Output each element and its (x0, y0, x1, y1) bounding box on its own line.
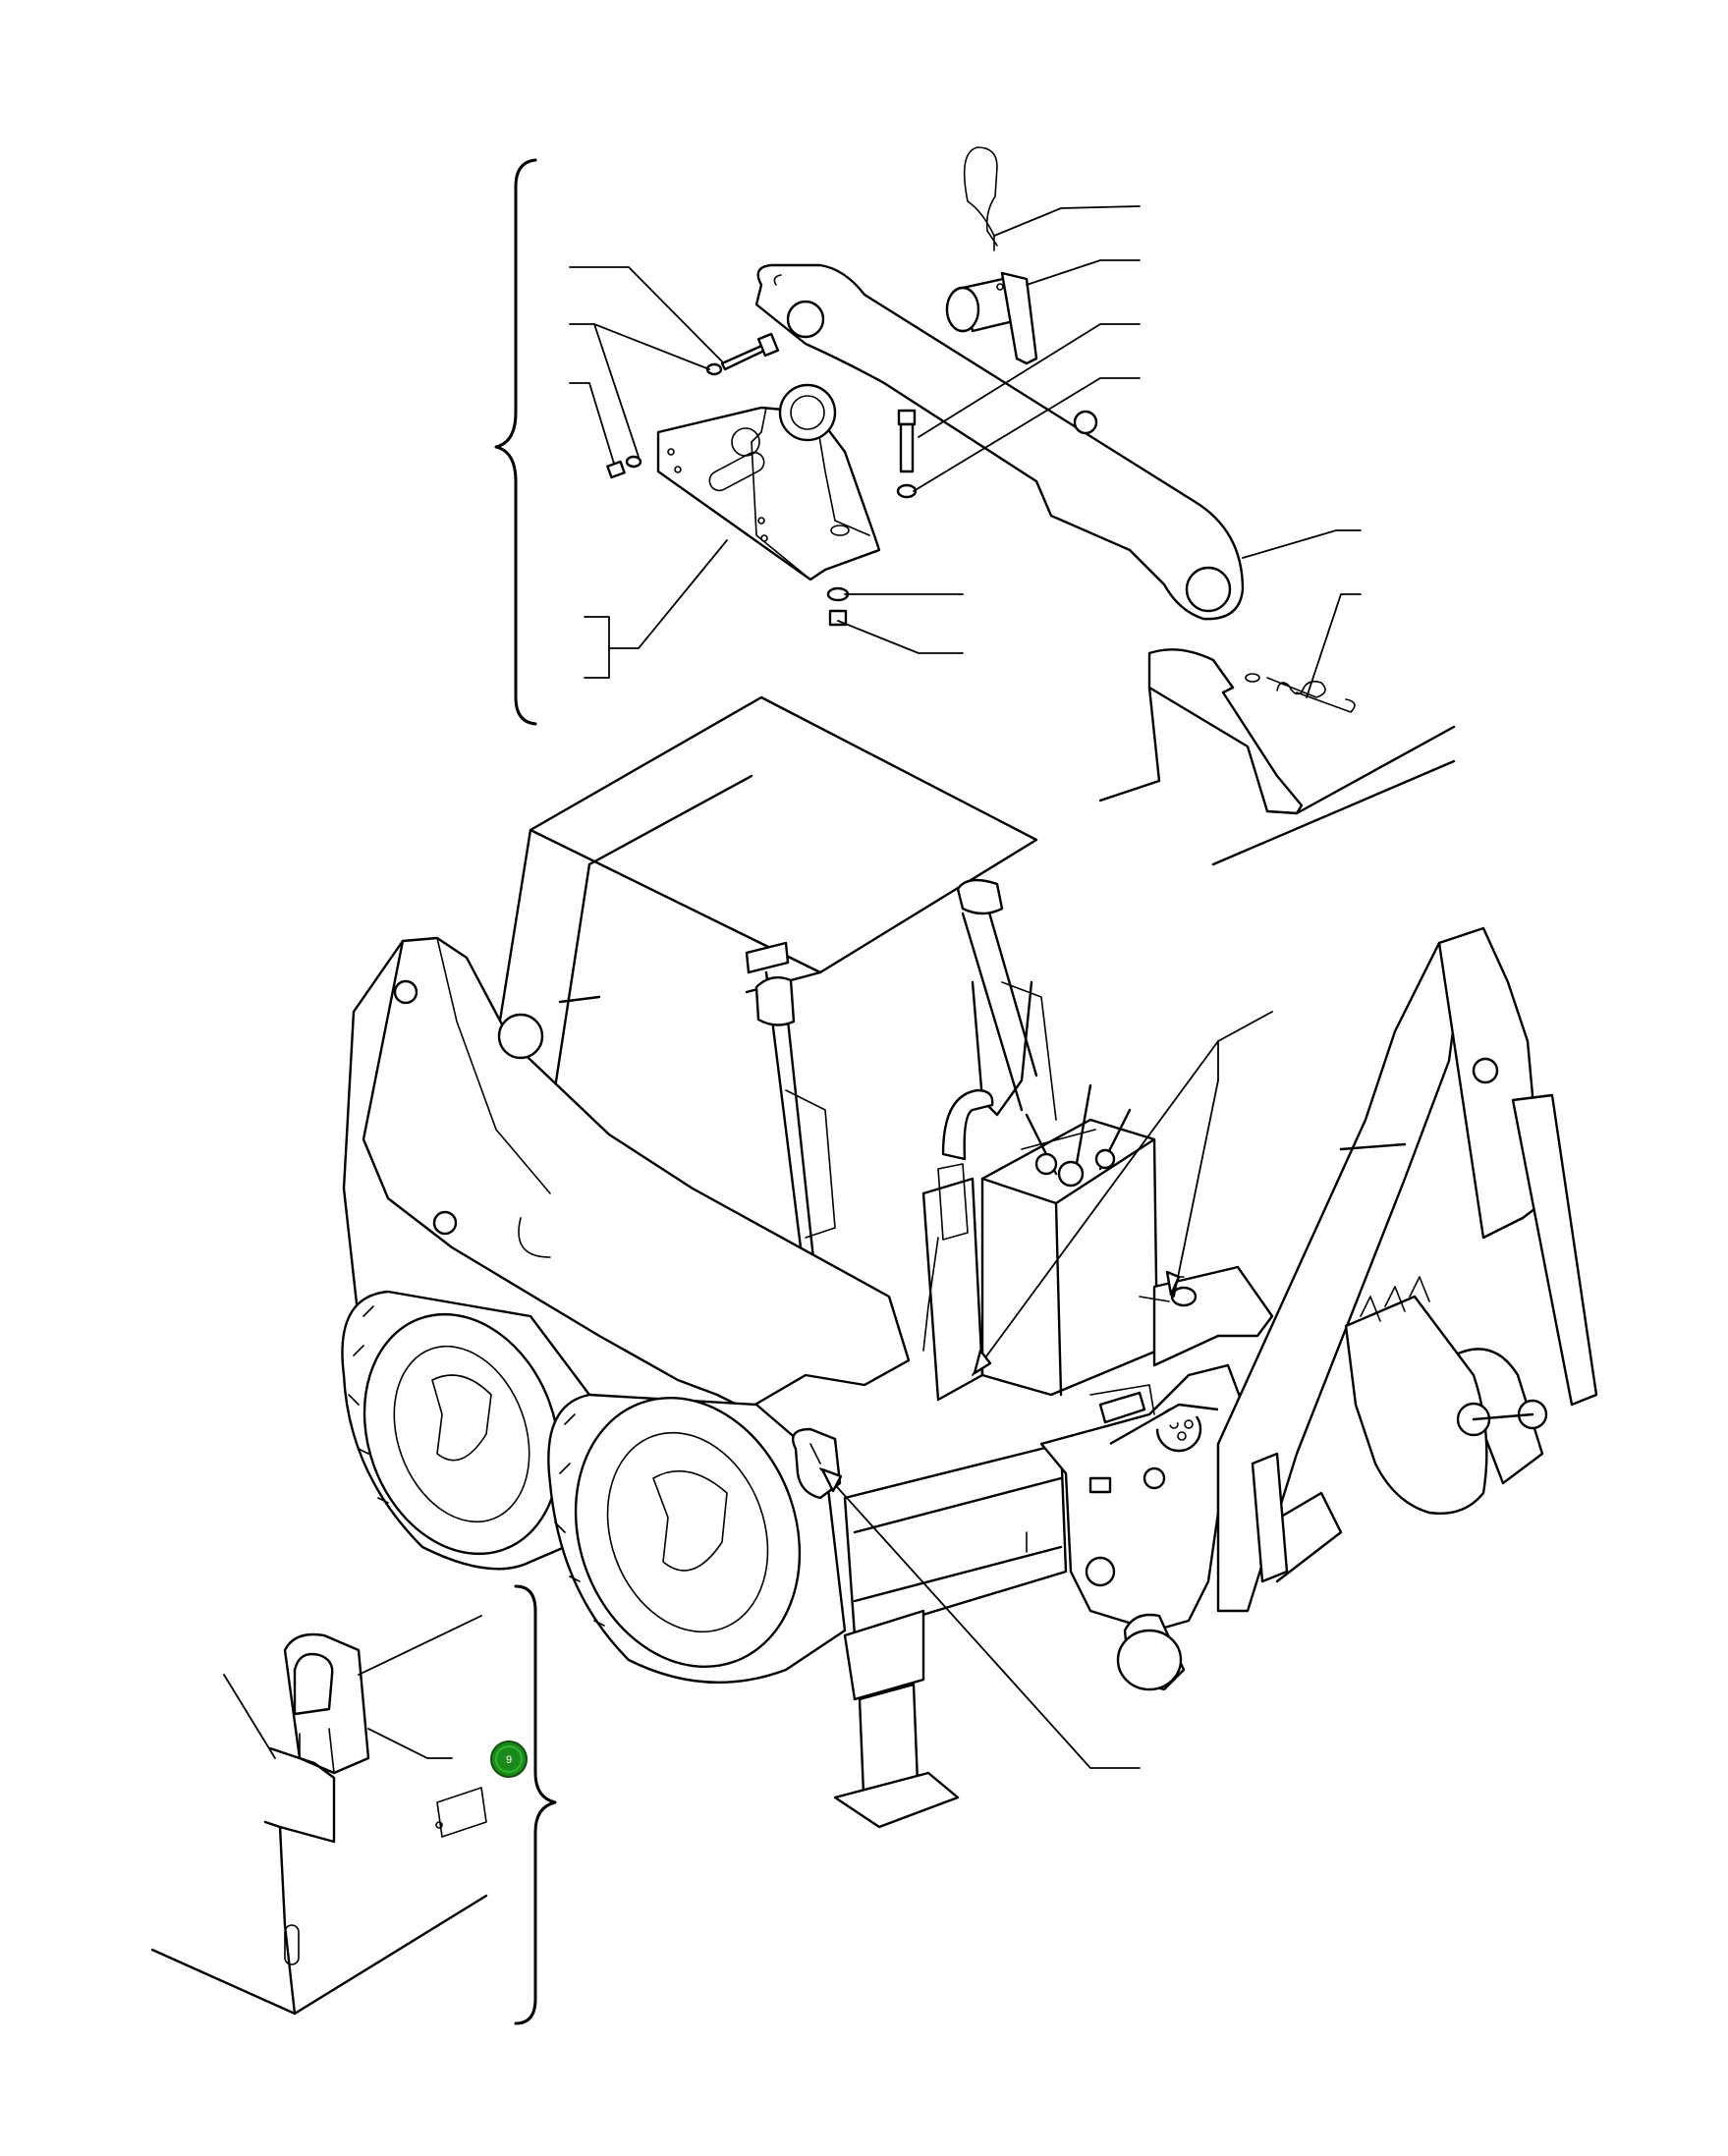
pivot-pin (945, 271, 1038, 365)
mounting-bracket (656, 383, 881, 581)
top-assembly-brace (494, 158, 537, 726)
callout-marker-9[interactable]: 9 (490, 1741, 528, 1778)
machine-body (341, 695, 1598, 1829)
latch-detail (150, 1615, 488, 2016)
bottom-detail-brace (514, 1584, 557, 2025)
link-arm (754, 263, 1245, 621)
r-clip (963, 146, 998, 251)
leader-lines-machine (819, 1011, 1273, 1769)
leader-lines-top (569, 205, 1362, 698)
bolt-vertical (896, 409, 918, 499)
washer-nut-lower (826, 586, 850, 627)
bolt-upper (705, 332, 780, 376)
boom-bracket (1098, 648, 1456, 866)
callout-marker-label: 9 (506, 1754, 512, 1766)
nut-washer-left (606, 455, 642, 479)
